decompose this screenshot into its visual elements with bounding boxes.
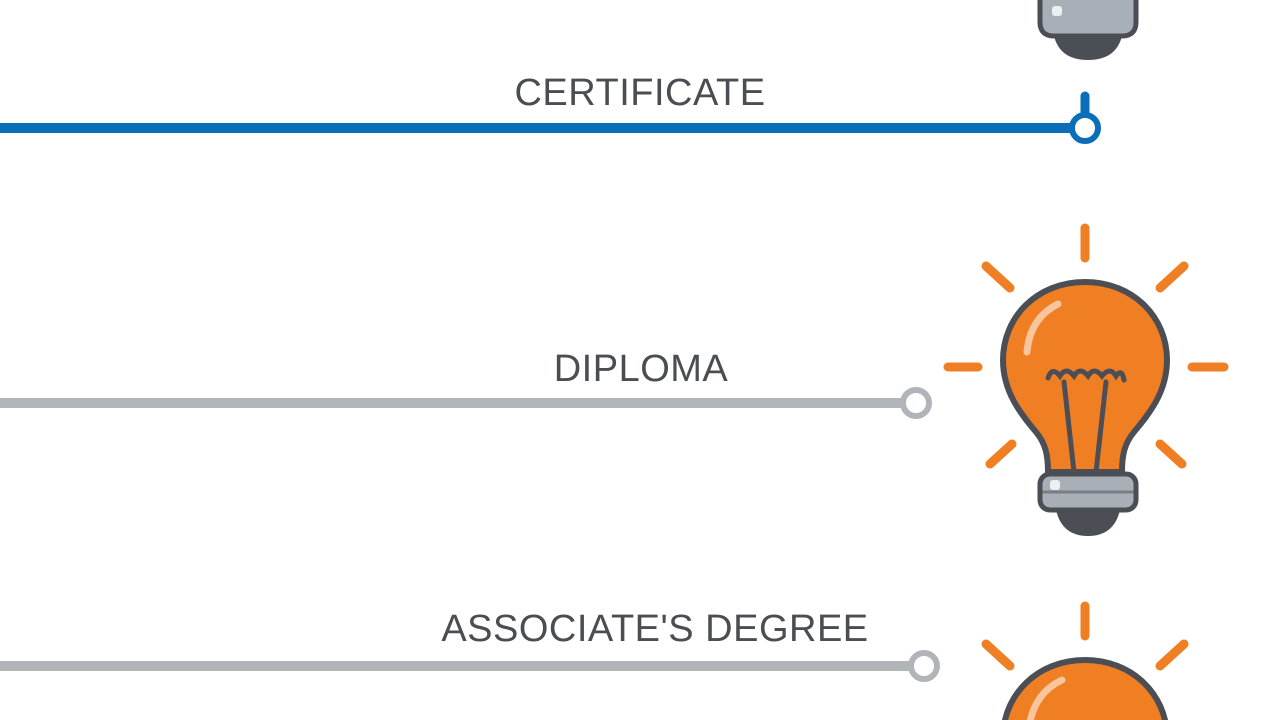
diploma-label: DIPLOMA	[553, 348, 729, 390]
associate-degree-connector-line	[0, 650, 940, 682]
associate-degree-label: ASSOCIATE'S DEGREE	[441, 608, 869, 650]
associate-degree-node	[908, 650, 940, 682]
certificate-label: CERTIFICATE	[514, 72, 766, 114]
lightbulb-icon	[981, 601, 1189, 720]
diploma-node	[900, 387, 932, 419]
diploma-connector-line	[0, 387, 932, 419]
certificate-connector-line	[0, 91, 1101, 144]
certificate-node	[1069, 112, 1101, 144]
lightbulb-icon	[1037, 0, 1139, 60]
lightbulb-icon	[943, 223, 1229, 536]
